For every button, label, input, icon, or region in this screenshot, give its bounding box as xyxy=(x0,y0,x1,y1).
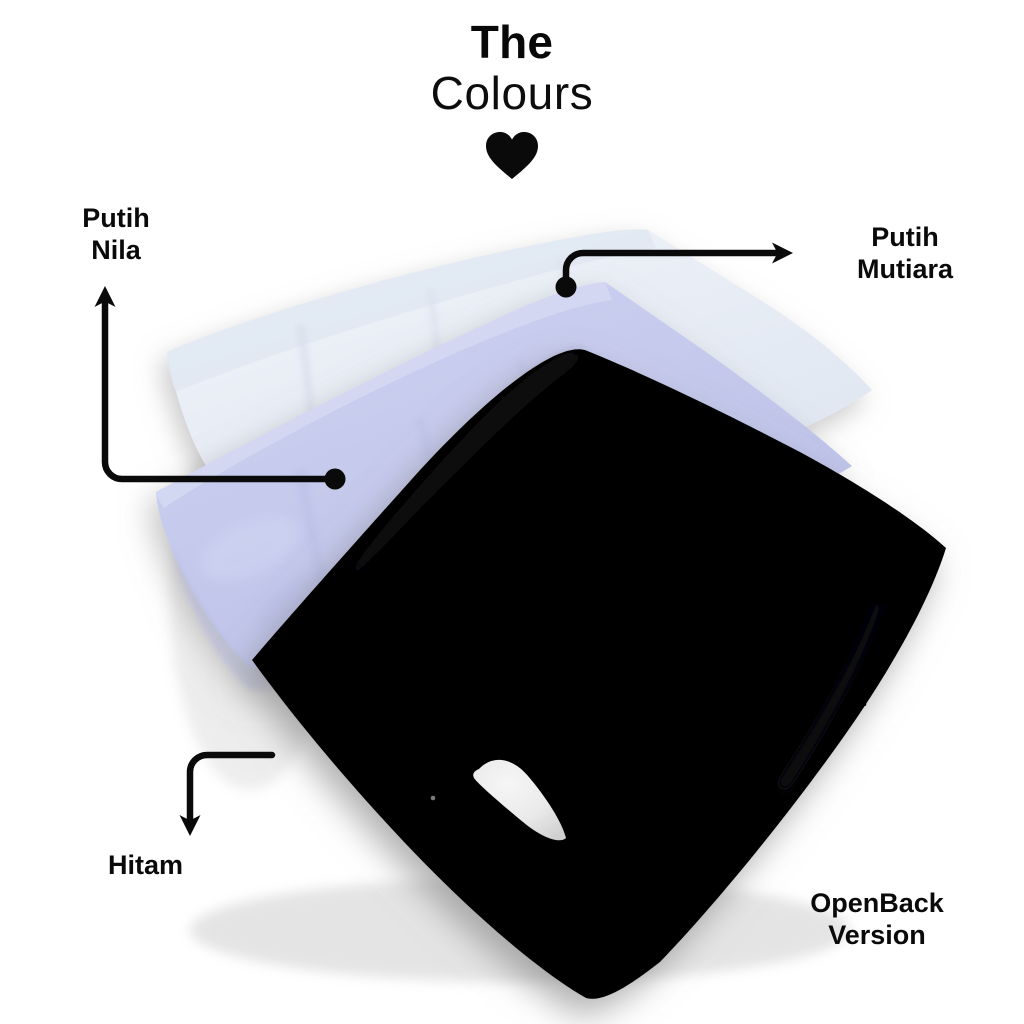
arrow-putih-mutiara xyxy=(555,242,793,298)
label-openback-version: OpenBack Version xyxy=(810,888,944,950)
garment-hitam xyxy=(252,349,946,999)
label-hitam: Hitam xyxy=(108,850,184,880)
arrow-dot-putih-nila xyxy=(324,468,346,490)
arrow-putih-nila xyxy=(94,286,346,490)
label-putih-nila: Putih Nila xyxy=(82,203,150,265)
openback-hole xyxy=(473,759,566,841)
arrow-dot-putih-mutiara xyxy=(555,276,577,298)
label-putih-mutiara: Putih Mutiara xyxy=(856,222,954,284)
arrow-hitam xyxy=(179,751,276,836)
